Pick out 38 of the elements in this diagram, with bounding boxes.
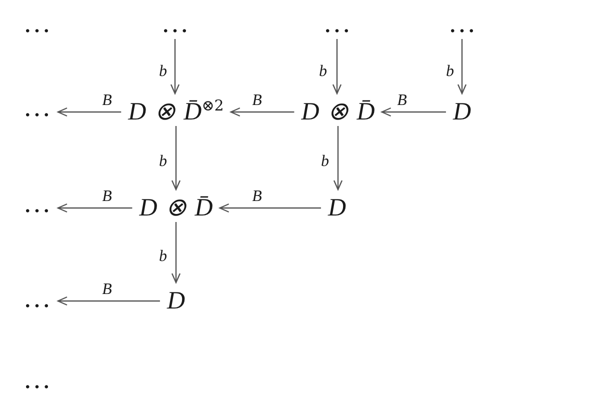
math-term: D ⊗ D̄ xyxy=(139,196,213,220)
edge-label: B xyxy=(252,93,262,109)
edge-label: b xyxy=(446,64,454,80)
ellipsis: … xyxy=(23,190,51,218)
ellipsis: … xyxy=(23,284,51,312)
ellipsis: … xyxy=(448,10,476,38)
edge-label: b xyxy=(319,64,327,80)
edge-label: b xyxy=(159,64,167,80)
edge-label: B xyxy=(397,93,407,109)
arrow xyxy=(219,203,321,213)
edge-label: b xyxy=(159,154,167,170)
ellipsis: … xyxy=(23,366,51,394)
arrow xyxy=(170,39,180,94)
arrow xyxy=(230,107,294,117)
edge-label: b xyxy=(321,154,329,170)
arrow xyxy=(381,107,446,117)
arrow xyxy=(333,126,343,190)
edge-label: b xyxy=(159,249,167,265)
edge-label: B xyxy=(102,282,112,298)
math-term: D xyxy=(452,100,472,124)
arrow xyxy=(57,296,160,306)
arrow xyxy=(57,107,122,117)
math-term: D xyxy=(166,288,186,314)
arrow xyxy=(171,222,181,284)
math-term: D ⊗ D̄ xyxy=(301,100,375,124)
arrow xyxy=(457,39,467,94)
edge-label: B xyxy=(252,189,262,205)
edge-label: B xyxy=(102,93,112,109)
ellipsis: … xyxy=(323,10,351,38)
arrow xyxy=(57,203,132,213)
math-term: D ⊗ D̄$^{⊗2}$ xyxy=(128,100,224,124)
ellipsis: … xyxy=(161,10,189,38)
arrow xyxy=(332,39,342,94)
math-term: D xyxy=(328,196,346,220)
arrow xyxy=(171,126,181,190)
ellipsis: … xyxy=(23,10,51,38)
ellipsis: … xyxy=(23,94,51,122)
edge-label: B xyxy=(102,189,112,205)
